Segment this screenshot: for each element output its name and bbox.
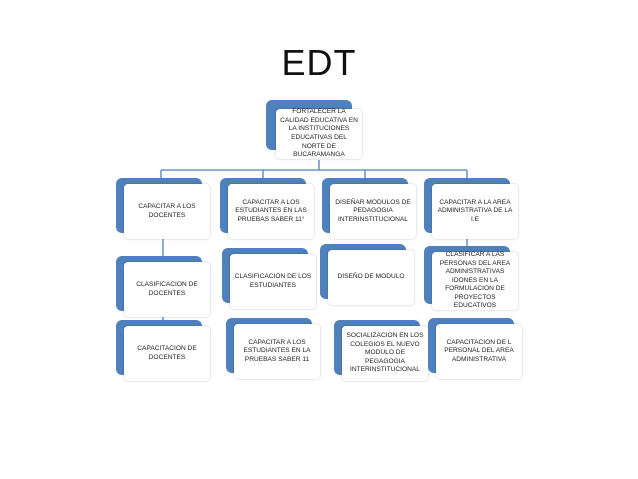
- col1-child2-node: CAPACITACION DE DOCENTES: [116, 320, 210, 381]
- col1-level1-label: CAPACITAR A LOS DOCENTES: [124, 184, 210, 239]
- col2-child1-label: CLASIFICACION DE LOS ESTUDIANTES: [230, 254, 316, 309]
- col4-level1-label: CAPACITAR A LA AREA ADMINISTRATIVA DE LA…: [432, 184, 518, 239]
- col3-child1-label: DISEÑO DE MODULO: [328, 250, 414, 305]
- col3-child2-label: SOCIALIZACION EN LOS COLEGIOS EL NUEVO M…: [342, 326, 428, 381]
- root-node-label: FORTALECER LA CALIDAD EDUCATIVA EN LA IN…: [276, 108, 362, 159]
- col4-child2-label: CAPACITACION DE L PERSONAL DEL AREA ADMI…: [436, 324, 522, 379]
- col4-child1-label: CLASIFICAR A LAS PERSONAS DEL AREA ADMIN…: [432, 251, 518, 310]
- col2-child2-label: CAPACITAR A LOS ESTUDIANTES EN LA PRUEBA…: [234, 324, 320, 379]
- col3-child1-node: DISEÑO DE MODULO: [320, 244, 414, 305]
- col1-child2-label: CAPACITACION DE DOCENTES: [124, 326, 210, 381]
- col2-child1-node: CLASIFICACION DE LOS ESTUDIANTES: [222, 248, 316, 309]
- page-title: EDT: [281, 42, 357, 83]
- col1-child1-node: CLASIFICACION DE DOCENTES: [116, 256, 210, 317]
- col4-child2-node: CAPACITACION DE L PERSONAL DEL AREA ADMI…: [428, 318, 522, 379]
- col3-child2-node: SOCIALIZACION EN LOS COLEGIOS EL NUEVO M…: [334, 320, 428, 381]
- col2-level1-node: CAPACITAR A LOS ESTUDIANTES EN LAS PRUEB…: [220, 178, 314, 239]
- col4-child1-node: CLASIFICAR A LAS PERSONAS DEL AREA ADMIN…: [424, 246, 518, 310]
- col3-level1-node: DISEÑAR MODULOS DE PEDAGOGIA INTERINSTIT…: [322, 178, 416, 239]
- col3-level1-label: DISEÑAR MODULOS DE PEDAGOGIA INTERINSTIT…: [330, 184, 416, 239]
- col2-child2-node: CAPACITAR A LOS ESTUDIANTES EN LA PRUEBA…: [226, 318, 320, 379]
- col1-child1-label: CLASIFICACION DE DOCENTES: [124, 262, 210, 317]
- col4-level1-node: CAPACITAR A LA AREA ADMINISTRATIVA DE LA…: [424, 178, 518, 239]
- col2-level1-label: CAPACITAR A LOS ESTUDIANTES EN LAS PRUEB…: [228, 184, 314, 239]
- root-node: FORTALECER LA CALIDAD EDUCATIVA EN LA IN…: [266, 100, 362, 159]
- col1-level1-node: CAPACITAR A LOS DOCENTES: [116, 178, 210, 239]
